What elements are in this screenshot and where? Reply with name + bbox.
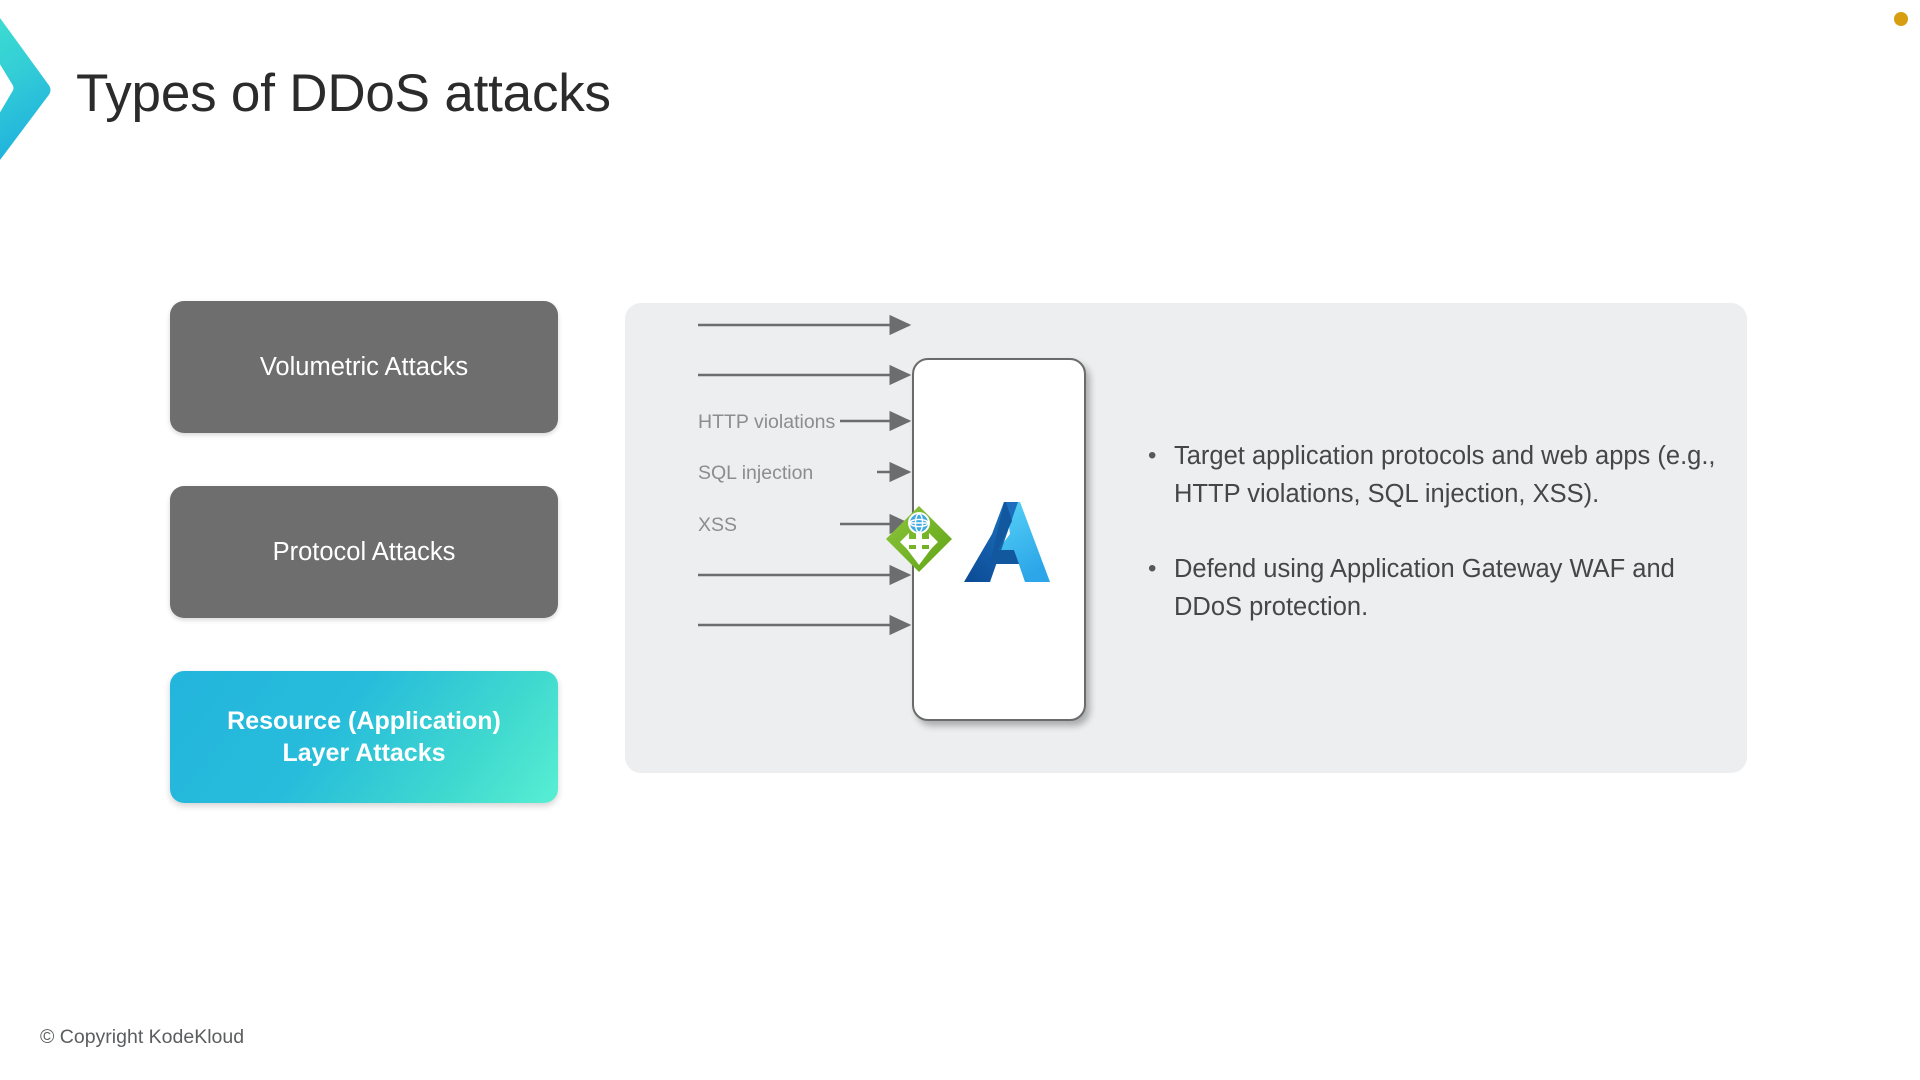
attack-type-list: Volumetric Attacks Protocol Attacks Reso… bbox=[170, 301, 558, 803]
bullet-marker: • bbox=[1148, 555, 1157, 583]
attack-type-label: Resource (Application) Layer Attacks bbox=[227, 705, 501, 769]
corner-indicator-dot bbox=[1894, 12, 1908, 26]
attack-type-protocol[interactable]: Protocol Attacks bbox=[170, 486, 558, 618]
bullet-marker: • bbox=[1148, 442, 1157, 469]
footer-copyright: © Copyright KodeKloud bbox=[40, 1026, 245, 1048]
flow-label-xss: XSS bbox=[698, 514, 738, 536]
azure-logo-icon bbox=[962, 501, 1050, 583]
bullet-list: • Target application protocols and web a… bbox=[1140, 438, 1740, 665]
chevron-logo-icon bbox=[0, 14, 52, 162]
attack-flow-diagram: HTTP violations SQL injection XSS bbox=[625, 303, 1115, 773]
list-item: • Target application protocols and web a… bbox=[1140, 438, 1740, 513]
flow-label-http-violations: HTTP violations bbox=[698, 411, 836, 433]
attack-type-label-line1: Resource (Application) bbox=[227, 707, 501, 735]
application-gateway-icon bbox=[883, 503, 955, 575]
attack-type-label: Protocol Attacks bbox=[272, 537, 456, 566]
bullet-text: Defend using Application Gateway WAF and… bbox=[1174, 555, 1675, 622]
attack-type-label-line2: Layer Attacks bbox=[282, 739, 446, 767]
attack-type-volumetric[interactable]: Volumetric Attacks bbox=[170, 301, 558, 433]
attack-type-resource-layer[interactable]: Resource (Application) Layer Attacks bbox=[170, 671, 558, 803]
flow-label-sql-injection: SQL injection bbox=[698, 462, 814, 484]
list-item: • Defend using Application Gateway WAF a… bbox=[1140, 551, 1740, 626]
attack-type-label: Volumetric Attacks bbox=[259, 352, 469, 381]
detail-panel: HTTP violations SQL injection XSS bbox=[625, 303, 1747, 773]
bullet-text: Target application protocols and web app… bbox=[1174, 442, 1716, 508]
page-title: Types of DDoS attacks bbox=[76, 64, 611, 123]
